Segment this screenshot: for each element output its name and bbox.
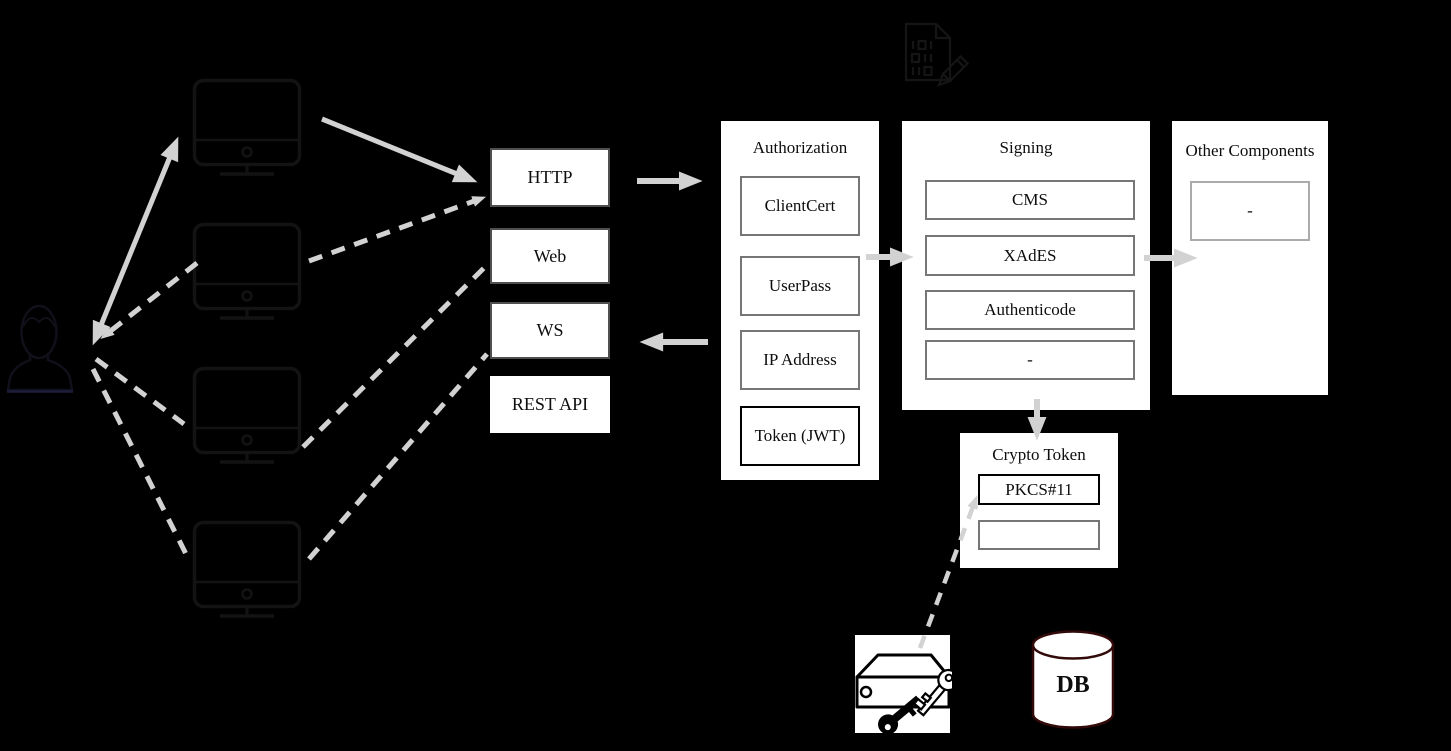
auth-method-token-jwt: Token (JWT)	[740, 406, 860, 466]
auth-method-ip-address-label: IP Address	[763, 350, 837, 369]
auth-method-ip-address: IP Address	[740, 330, 860, 390]
panel-signing: Signing CMS XAdES Authenticode -	[902, 121, 1150, 410]
hsm-keys-icon	[855, 635, 952, 735]
signing-method-cms-label: CMS	[1012, 190, 1048, 209]
protocol-box-http: HTTP	[490, 148, 610, 207]
auth-method-clientcert-label: ClientCert	[764, 196, 836, 215]
panel-authorization: Authorization ClientCert UserPass IP Add…	[721, 121, 879, 480]
document-sign-icon	[904, 22, 970, 87]
protocol-label-rest-api: REST API	[511, 394, 589, 414]
edge-client4-ws	[307, 352, 489, 561]
other-component-box: -	[1190, 181, 1310, 241]
panel-crypto-token-title: Crypto Token	[992, 445, 1086, 464]
panel-signing-title: Signing	[999, 138, 1053, 157]
auth-method-token-jwt-label: Token (JWT)	[754, 426, 846, 445]
client-monitor-icon-3	[192, 366, 302, 464]
edge-user-client1	[92, 136, 179, 346]
panel-other-components: Other Components -	[1172, 121, 1328, 395]
edge-client2-http	[308, 196, 487, 264]
edge-client2-user	[100, 261, 199, 339]
database-cylinder-icon: DB	[1031, 630, 1115, 729]
signing-method-placeholder-label: -	[1027, 350, 1033, 369]
crypto-token-empty-slot	[978, 520, 1100, 550]
protocol-label-ws: WS	[536, 320, 564, 340]
auth-method-userpass: UserPass	[740, 256, 860, 316]
client-monitor-icon-2	[192, 222, 302, 320]
signing-method-xades-label: XAdES	[1003, 245, 1057, 265]
signing-method-xades: XAdES	[925, 235, 1135, 276]
protocol-box-web: Web	[490, 228, 610, 284]
edge-user-client4	[90, 367, 193, 564]
edge-client3-web	[301, 264, 488, 449]
edge-client1-http	[321, 116, 478, 183]
panel-crypto-token: Crypto Token PKCS#11	[960, 433, 1118, 568]
panel-authorization-title: Authorization	[752, 138, 848, 157]
protocol-label-web: Web	[533, 245, 567, 266]
signing-method-authenticode: Authenticode	[925, 290, 1135, 330]
crypto-token-pkcs11: PKCS#11	[978, 474, 1100, 505]
protocol-box-ws: WS	[490, 302, 610, 359]
auth-method-clientcert: ClientCert	[740, 176, 860, 236]
protocol-box-rest-api: REST API	[490, 376, 610, 433]
crypto-token-pkcs11-label: PKCS#11	[1005, 479, 1073, 499]
db-label: DB	[1056, 672, 1089, 698]
edge-user-client3	[94, 356, 186, 427]
client-monitor-icon-4	[192, 520, 302, 618]
signing-method-placeholder: -	[925, 340, 1135, 380]
signing-method-cms: CMS	[925, 180, 1135, 220]
user-icon	[6, 304, 74, 393]
key-outline-icon	[912, 668, 952, 717]
auth-method-userpass-label: UserPass	[768, 276, 832, 295]
protocol-label-http: HTTP	[527, 167, 573, 187]
client-monitor-icon-1	[192, 78, 302, 176]
panel-other-components-title: Other Components	[1185, 141, 1315, 160]
signing-method-authenticode-label: Authenticode	[984, 300, 1076, 319]
other-component-label: -	[1247, 201, 1253, 220]
